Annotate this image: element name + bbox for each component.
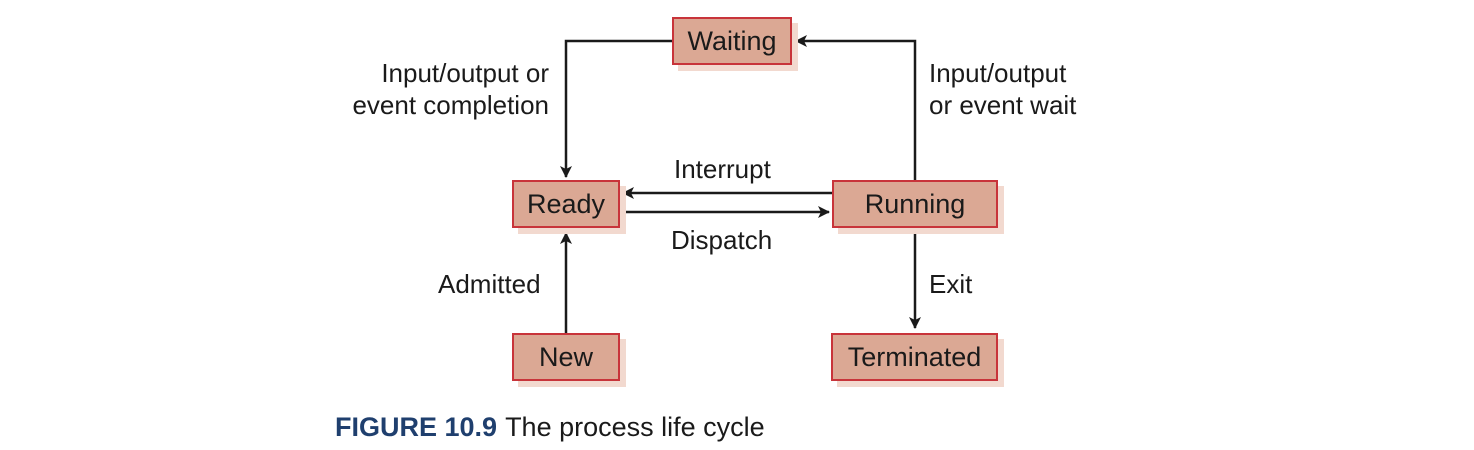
state-running: Running (832, 180, 998, 228)
arrow-waiting-to-ready (560, 39, 672, 178)
label-io-wait-line-1: Input/output (929, 58, 1067, 88)
label-io-completion: Input/output or event completion (352, 57, 549, 121)
label-interrupt: Interrupt (674, 154, 771, 184)
label-io-wait-line-2: or event wait (929, 90, 1077, 120)
state-waiting: Waiting (672, 17, 792, 65)
label-io-completion-line-1: Input/output or (381, 58, 549, 88)
figure-number: FIGURE 10.9 (335, 412, 498, 442)
label-exit: Exit (929, 269, 973, 299)
label-io-wait: Input/output or event wait (929, 57, 1076, 121)
label-io-completion-line-2: event completion (352, 90, 549, 120)
state-new: New (512, 333, 620, 381)
figure-title: The process life cycle (505, 412, 765, 442)
label-dispatch: Dispatch (671, 225, 773, 255)
label-admitted: Admitted (438, 269, 541, 299)
state-ready: Ready (512, 180, 620, 228)
state-terminated: Terminated (831, 333, 998, 381)
arrow-running-to-waiting (795, 35, 917, 180)
